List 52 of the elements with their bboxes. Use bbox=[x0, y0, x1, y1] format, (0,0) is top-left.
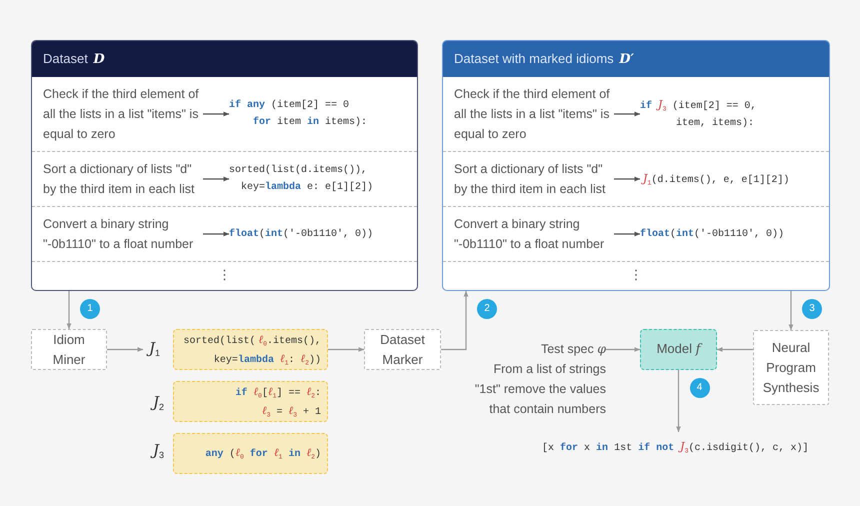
task-description: Convert a binary string "-0b1110" to a float number bbox=[43, 214, 203, 254]
dataset-panel bbox=[442, 40, 830, 291]
idiom-box bbox=[173, 381, 328, 422]
idiom-label: J$_{2}$ bbox=[147, 391, 164, 414]
ellipsis: ⋮ bbox=[218, 268, 231, 284]
code-snippet: float(int('-0b1110', 0)) bbox=[229, 226, 386, 242]
process-box: Neural Program Synthesis bbox=[753, 330, 829, 405]
arrow bbox=[788, 291, 794, 330]
arrow bbox=[203, 232, 230, 236]
task-description: Sort a dictionary of lists "d" by the third item in each list bbox=[454, 159, 614, 199]
arrow bbox=[606, 347, 640, 352]
model-box: Model f bbox=[640, 329, 717, 370]
code-snippet: [x for x in 1st if not J$_{3}$(c.isdigit(), c, x)] bbox=[542, 432, 808, 456]
arrow bbox=[676, 370, 681, 432]
arrow bbox=[66, 291, 72, 330]
idiom-label: J$_{1}$ bbox=[143, 337, 160, 360]
spec-description: From a list of strings "1st" remove the values that contain numbers bbox=[474, 361, 606, 418]
code-snippet: sorted(list(d.items()), key=lambda e: e[1][2]) bbox=[229, 162, 386, 196]
task-description: Check if the third element of all the lists in a list "items" is equal to zero bbox=[43, 84, 203, 144]
task-description: Convert a binary string "-0b1110" to a float number bbox=[454, 214, 614, 254]
spec-heading: Test spec φ bbox=[540, 340, 606, 358]
code-snippet: if any (item[2] == 0 for item in items): bbox=[229, 97, 369, 131]
arrow bbox=[203, 176, 230, 182]
code-snippet: if J$_{3}$ (item[2] == 0, item, items): bbox=[640, 96, 772, 132]
step-number: 4 bbox=[690, 378, 710, 398]
process-box: Idiom Miner bbox=[31, 329, 107, 370]
arrow bbox=[614, 112, 640, 116]
ellipsis: ⋮ bbox=[630, 268, 642, 284]
idiom-box bbox=[173, 433, 328, 474]
idiom-label: J$_{3}$ bbox=[147, 439, 164, 462]
dataset-panel bbox=[31, 40, 418, 291]
step-number: 3 bbox=[802, 299, 822, 319]
arrow bbox=[107, 347, 144, 352]
task-description: Check if the third element of all the lists in a list "items" is equal to zero bbox=[454, 84, 614, 144]
arrow bbox=[203, 112, 230, 116]
code-snippet: J$_{1}$(d.items(), e, e[1][2]) bbox=[640, 170, 802, 188]
code-snippet: any (ℓ$_{0}$ for ℓ$_{1}$ in ℓ$_{2}$) bbox=[204, 445, 321, 462]
arrow bbox=[716, 347, 753, 352]
code-snippet: if ℓ$_{0}$[ℓ$_{1}$] == ℓ$_{2}$: ℓ$_{3}$ = ℓ$_{3}$ + 1 bbox=[234, 384, 321, 420]
arrow bbox=[614, 176, 640, 182]
step-number: 2 bbox=[477, 299, 497, 319]
arrow bbox=[614, 232, 640, 236]
idiom-box bbox=[173, 329, 328, 370]
arrow bbox=[441, 290, 468, 350]
process-box: Dataset Marker bbox=[364, 329, 441, 370]
arrow bbox=[328, 347, 364, 352]
panel-title: Dataset D bbox=[43, 51, 105, 67]
step-number: 1 bbox=[80, 299, 100, 319]
panel-title: Dataset with marked idioms D′ bbox=[454, 51, 634, 67]
task-description: Sort a dictionary of lists "d" by the third item in each list bbox=[43, 159, 203, 199]
code-snippet: sorted(list(ℓ$_{0}$.items(), key=lambda ℓ$_{1}$: ℓ$_{2}$)) bbox=[182, 332, 321, 368]
code-snippet: float(int('-0b1110', 0)) bbox=[640, 226, 796, 242]
